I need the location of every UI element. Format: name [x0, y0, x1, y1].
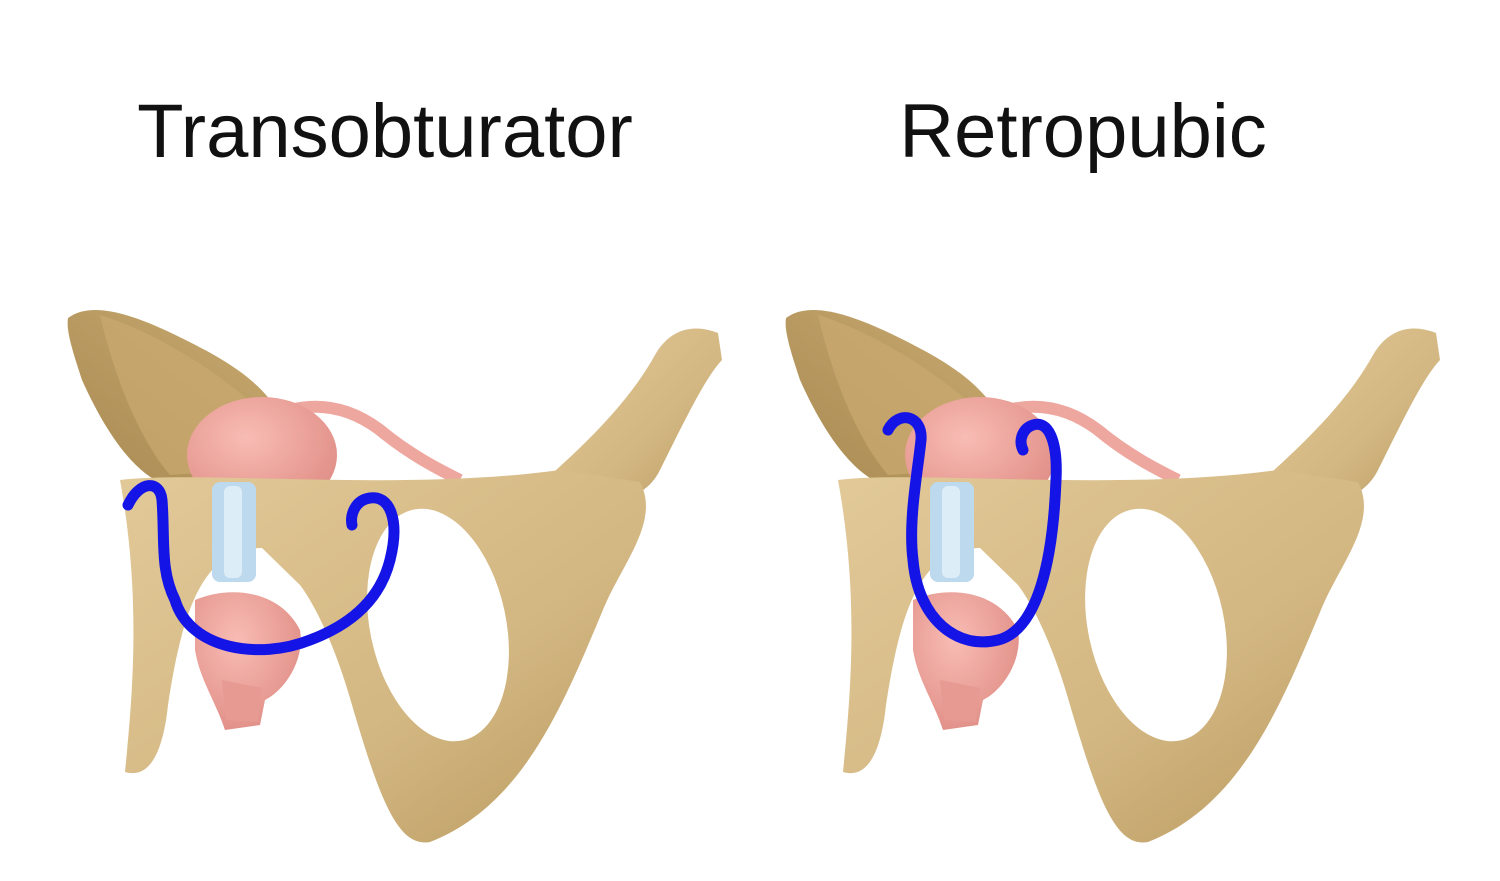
transobturator-title: Transobturator [137, 89, 633, 174]
transobturator-sling [122, 480, 400, 656]
retropubic-sling [882, 412, 1062, 648]
transobturator-pelvis [68, 310, 722, 843]
retropubic-title: Retropubic [899, 89, 1267, 174]
retropubic-pelvis [786, 310, 1440, 843]
